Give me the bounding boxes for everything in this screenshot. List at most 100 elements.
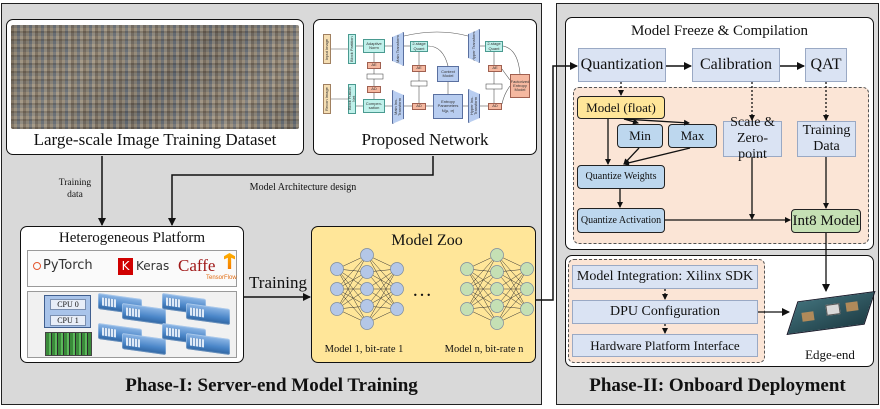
server-icon (186, 302, 230, 326)
model-1-node (360, 248, 374, 262)
min-box: Min (617, 124, 663, 148)
model-n-edge (466, 254, 498, 290)
net-quant2: 2-stage Quant (485, 41, 503, 52)
model-1-node (390, 262, 404, 276)
keras-label: Keras (136, 259, 170, 273)
model-architecture-label: Model Architecture design (249, 182, 357, 193)
model-1-edge (366, 254, 398, 290)
network-card: Input Image Block Partition Adaptive Nor… (313, 19, 537, 155)
step-calibration: Calibration (692, 48, 780, 82)
model-last-label: Model n, bit-rate n (444, 344, 524, 355)
tensorflow-label: TensorFlow (206, 275, 237, 281)
model-zoo-title: Model Zoo (391, 232, 463, 249)
caffe-label: Caffe (178, 256, 216, 275)
model-n-node (490, 248, 504, 262)
phase2-title: Phase-II: Onboard Deployment (589, 375, 846, 396)
model-n-node (490, 282, 504, 296)
net-factorized: Factorized Entropy Model (510, 74, 530, 98)
model-n-edge (496, 268, 528, 324)
int8-model-box: Int8 Model (791, 209, 861, 233)
phase1-title: Phase-I: Server-end Model Training (125, 375, 418, 396)
model-1-edge (366, 271, 398, 310)
cpu-1: CPU 1 (50, 315, 86, 326)
net-hyper-transform: Hyper Transform (468, 29, 480, 63)
model-1-node (390, 282, 404, 296)
keras-icon: K (118, 258, 133, 275)
model-1-edge (366, 288, 398, 324)
net-hyper-inv: Hyper Inv-Transform (468, 89, 480, 123)
model-1-node (360, 299, 374, 313)
model-1-edge (336, 288, 368, 324)
cpu-panel: CPU 0 CPU 1 (44, 295, 91, 328)
scale-zero-point-box: Scale & Zero-point (723, 115, 782, 162)
net-ad2: AD (488, 103, 502, 110)
model-first-label: Model 1, bit-rate 1 (324, 344, 404, 355)
quantize-activation-box: Quantize Activation (577, 208, 665, 233)
model-n-node (520, 302, 534, 316)
model-n-node (460, 302, 474, 316)
edge-board-image (786, 291, 876, 336)
net-block-fusion: Block Fusion Net (347, 84, 356, 114)
model-zoo-card: Model Zoo … Model 1, bit-rate 1 Model n,… (311, 226, 536, 363)
model-n-node (520, 282, 534, 296)
server-cluster (98, 292, 230, 358)
model-1-edge (336, 268, 368, 324)
model-float-box: Model (float) (577, 96, 665, 119)
net-ad0: AD (367, 86, 381, 93)
dataset-caption: Large-scale Image Training Dataset (33, 130, 277, 149)
model-1-edge (336, 271, 368, 310)
step-quantization: Quantization (578, 48, 666, 82)
model-n-edge (466, 288, 498, 324)
net-block-partition: Block Partition (348, 34, 356, 64)
net-ae2: AE (488, 65, 502, 72)
deploy-step-integration: Model Integration: Xilinx SDK (572, 265, 758, 289)
edge-board-heatsink (801, 311, 815, 322)
step-qat: QAT (805, 48, 847, 82)
hardware-bar: CPU 0 CPU 1 (27, 291, 237, 358)
network-diagram: Input Image Block Partition Adaptive Nor… (318, 24, 532, 128)
model-1-edge (336, 254, 368, 310)
model-zoo-networks (330, 248, 534, 330)
net-quant1: 2-stage Quant (410, 41, 428, 52)
network-caption: Proposed Network (361, 130, 489, 149)
net-recon-image: Recon Image (323, 84, 331, 114)
net-entropy-params: Entropy Parameters N(μ, σ) (433, 94, 463, 119)
net-ad1: AD (412, 103, 426, 110)
model-n-node (490, 299, 504, 313)
platform-title: Heterogeneous Platform (58, 230, 206, 246)
model-n-edge (496, 271, 528, 310)
model-1-edge (366, 268, 398, 324)
model-n-edge (496, 268, 528, 307)
tensorflow-icon (224, 253, 235, 269)
deploy-step-dpu: DPU Configuration (572, 300, 758, 324)
model-n-edge (496, 254, 528, 310)
cpu-0: CPU 0 (50, 299, 86, 310)
dataset-card: Large-scale Image Training Dataset (6, 19, 304, 155)
edge-board-chip (825, 303, 841, 316)
net-ae1: AE (412, 65, 426, 72)
server-icon (122, 332, 166, 356)
edge-end-label: Edge-end (805, 347, 855, 362)
model-1-node (330, 262, 344, 276)
model-n-node (460, 282, 474, 296)
quantize-weights-box: Quantize Weights (577, 165, 665, 189)
model-n-edge (466, 268, 498, 307)
net-main-inv: Main Inv-Transform (392, 90, 404, 124)
net-input-image: Input Image (323, 34, 331, 64)
pytorch-icon (33, 262, 41, 270)
model-n-node (490, 316, 504, 330)
model-n-node (460, 262, 474, 276)
model-1-node (360, 316, 374, 330)
model-zoo-ellipsis: … (412, 279, 432, 301)
net-context-model: Context Model (437, 66, 459, 82)
model-n-edge (496, 254, 528, 290)
platform-card: Heterogeneous Platform PyTorch K Keras C… (20, 226, 244, 363)
model-n-node (490, 265, 504, 279)
net-ae0: AE (367, 62, 381, 69)
dataset-image (11, 25, 299, 129)
frameworks-bar: PyTorch K Keras Caffe TensorFlow (27, 250, 237, 287)
max-box: Max (668, 124, 717, 148)
training-data-box: Training Data (797, 121, 856, 157)
training-data-label: Training data (58, 178, 92, 200)
model-1-node (360, 265, 374, 279)
